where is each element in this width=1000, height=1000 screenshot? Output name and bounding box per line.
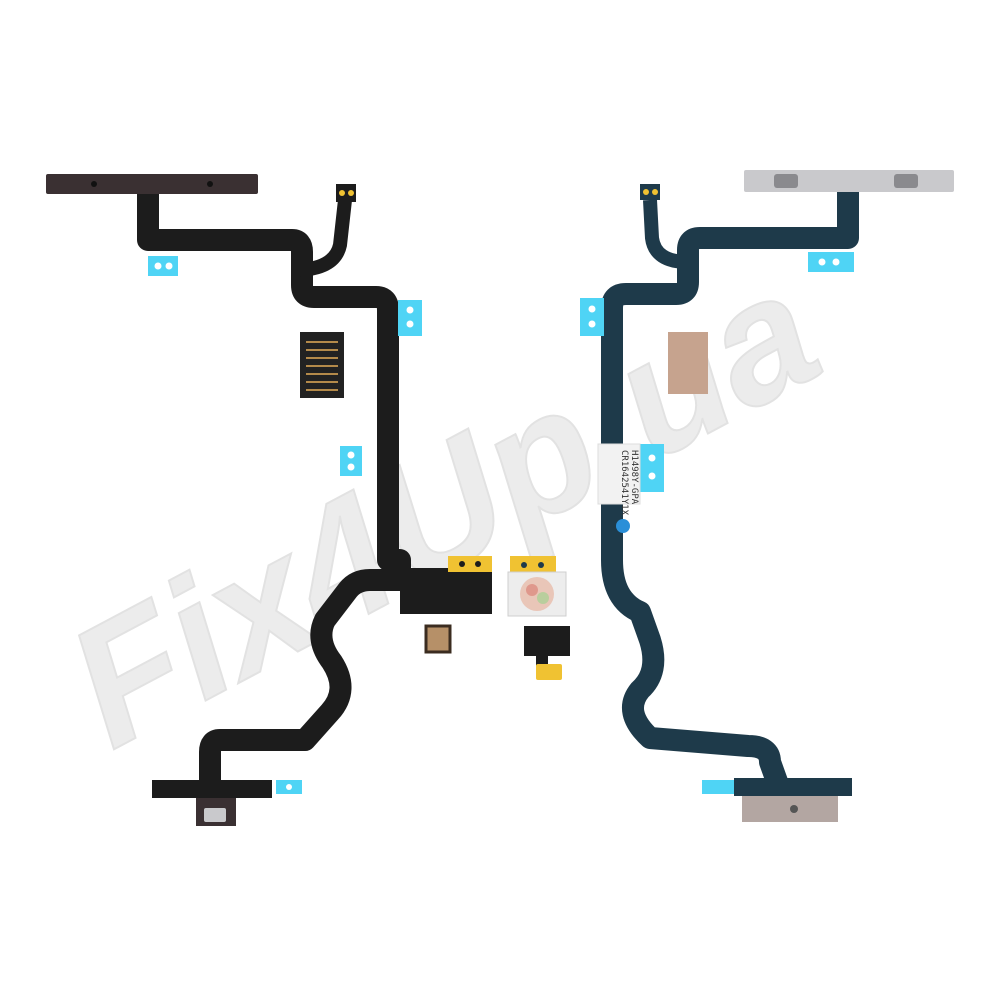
watermark-text: Fix4Up.ua (40, 234, 847, 783)
adhesive-tab (580, 298, 604, 336)
sensor-block (524, 626, 570, 656)
bottom-metal-bracket (152, 780, 272, 798)
gold-contact (510, 556, 556, 574)
microphone (424, 624, 452, 654)
led-lens (520, 577, 554, 611)
adhesive-tab (398, 300, 422, 336)
adhesive-tab (340, 446, 362, 476)
gold-contact (536, 664, 562, 680)
sticker-code-1: CR1642541Y1X (619, 450, 629, 516)
top-pad (336, 184, 356, 202)
bottom-metal-bracket (734, 778, 852, 796)
right-flex-cable: CR1642541Y1X H1498Y-GPA (507, 170, 954, 822)
gold-contact (448, 556, 492, 572)
top-pad (640, 184, 660, 200)
top-metal-bracket (46, 174, 258, 194)
stiffener-plate (668, 332, 708, 394)
flex-ribbon (137, 194, 411, 790)
flex-ribbon (601, 192, 859, 794)
sticker-code-2: H1498Y-GPA (629, 450, 639, 505)
adhesive-tab (640, 444, 664, 492)
adhesive-tab (148, 256, 178, 276)
adhesive-tab (702, 780, 742, 794)
sensor-block (400, 568, 492, 614)
left-flex-cable (46, 174, 492, 826)
adhesive-tab (808, 252, 854, 272)
logo-mark (616, 519, 630, 533)
label-sticker (597, 443, 641, 505)
